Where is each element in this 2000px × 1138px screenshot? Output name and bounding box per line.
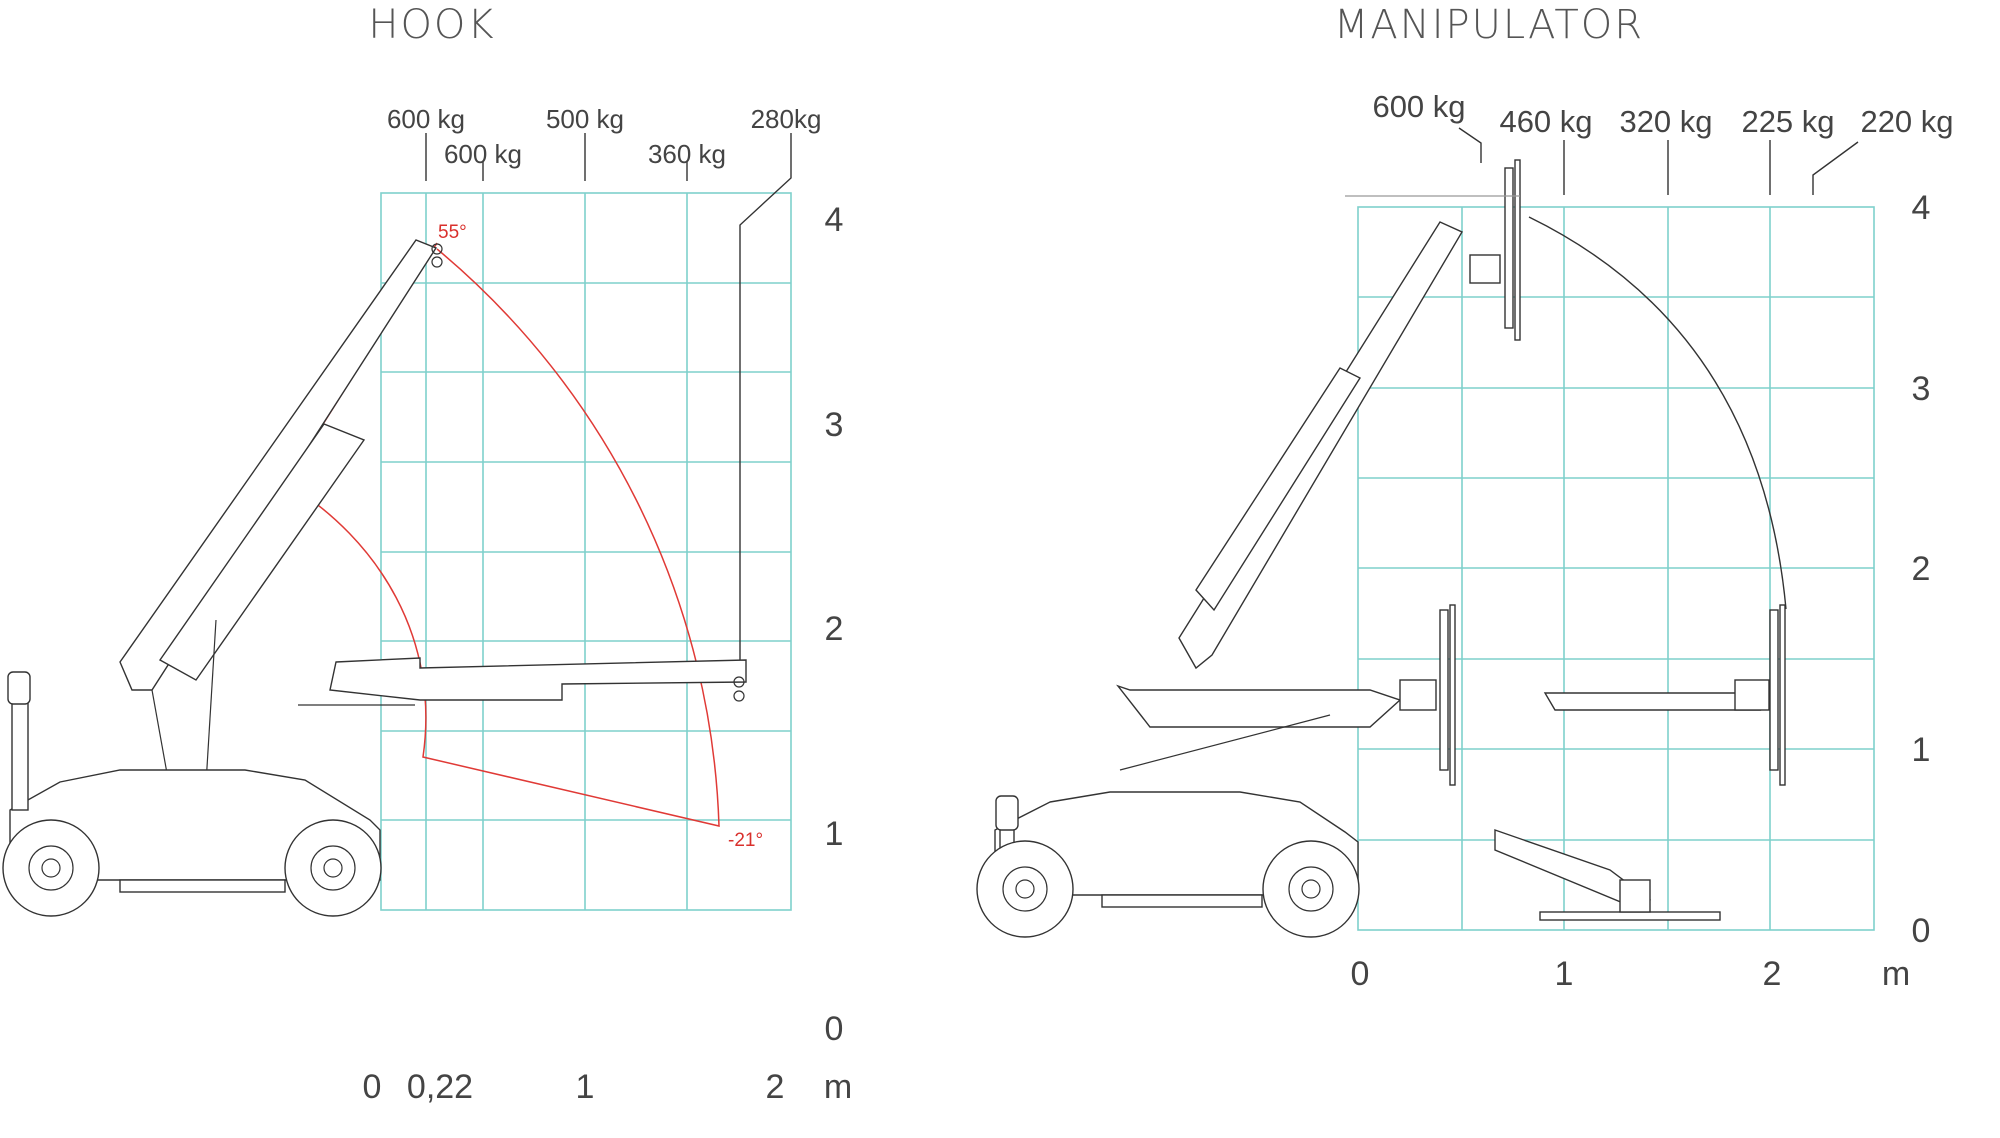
manipulator-panel: MANIPULATOR 600 kg 460 kg 320 kg 225 kg … <box>976 2 1954 993</box>
manipulator-load-label: 460 kg <box>1499 104 1592 139</box>
min-angle-label: -21° <box>728 830 763 851</box>
hook-load-label: 360 kg <box>648 139 726 169</box>
hook-load-label: 500 kg <box>546 104 624 134</box>
hook-panel: HOOK 600 kg 600 kg 500 kg 360 kg 280kg 4… <box>2 2 852 1106</box>
hook-load-ticks <box>425 133 792 665</box>
manipulator-grid <box>1357 206 1875 931</box>
manipulator-load-label: 225 kg <box>1741 104 1834 139</box>
hook-working-envelope <box>284 242 720 827</box>
manipulator-y-label: 2 <box>1912 550 1931 588</box>
manipulator-reach-arc <box>1528 216 1787 610</box>
manipulator-x-label: 1 <box>1555 955 1574 993</box>
max-angle-label: 55° <box>438 222 467 243</box>
hook-x-label: 0,22 <box>407 1068 473 1106</box>
manipulator-load-label: 220 kg <box>1860 104 1953 139</box>
manipulator-y-label: 0 <box>1912 912 1931 950</box>
manipulator-load-label: 320 kg <box>1619 104 1712 139</box>
manipulator-y-label: 3 <box>1912 370 1931 408</box>
manipulator-load-ticks <box>1458 127 1859 195</box>
hook-y-label: 0 <box>825 1010 844 1048</box>
manipulator-y-label: 4 <box>1912 189 1931 227</box>
hook-x-label: 2 <box>766 1068 785 1106</box>
manipulator-y-label: 1 <box>1912 731 1931 769</box>
hook-y-label: 4 <box>825 201 844 239</box>
manipulator-x-label: 2 <box>1763 955 1782 993</box>
hook-y-label: 1 <box>825 815 844 853</box>
hook-load-label: 600 kg <box>444 139 522 169</box>
hook-x-label: 1 <box>576 1068 595 1106</box>
manipulator-x-label: 0 <box>1351 955 1370 993</box>
hook-x-label: 0 <box>363 1068 382 1106</box>
hook-y-label: 2 <box>825 610 844 648</box>
hook-crane-machine <box>2 239 747 917</box>
manipulator-title: MANIPULATOR <box>1334 2 1644 48</box>
hook-title: HOOK <box>368 2 495 48</box>
manipulator-machine <box>976 159 1786 938</box>
manipulator-x-label: m <box>1882 955 1910 993</box>
hook-load-label: 280kg <box>751 104 822 134</box>
manipulator-load-label: 600 kg <box>1372 89 1465 124</box>
hook-y-label: 3 <box>825 406 844 444</box>
hook-x-label: m <box>824 1068 852 1106</box>
hook-load-label: 600 kg <box>387 104 465 134</box>
hook-grid <box>380 192 792 911</box>
